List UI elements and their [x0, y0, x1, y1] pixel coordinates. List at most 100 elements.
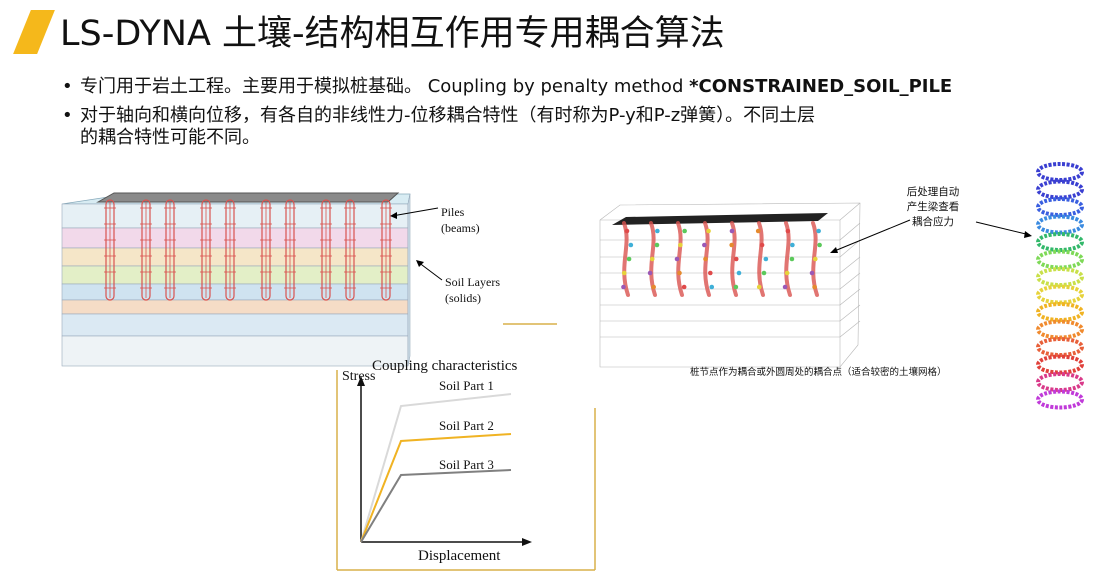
chart-xlabel: Displacement: [418, 548, 501, 564]
left-callout-arrows: [390, 207, 443, 281]
connector-lines: [336, 323, 596, 571]
coupling-node: [782, 284, 788, 290]
coupling-ring: [1036, 232, 1084, 252]
coupling-ring: [1036, 337, 1084, 357]
deformed-piles: [621, 221, 822, 297]
bullet-2-line-2: 的耦合特性可能不同。: [80, 127, 260, 148]
pile: [260, 199, 272, 301]
piles-label-line-1: Piles: [441, 205, 465, 219]
piles-label: Piles (beams): [441, 204, 480, 236]
bullet-2-line-1: 对于轴向和横向位移，有各自的非线性力-位移耦合特性（有时称为P-y和P-z弹簧）…: [80, 105, 816, 126]
bullet-1-keyword: *CONSTRAINED_SOIL_PILE: [689, 76, 953, 97]
coupling-node: [678, 242, 683, 248]
pile: [224, 199, 236, 301]
coupling-node: [729, 228, 735, 234]
deformed-pile: [809, 221, 822, 297]
soil-part-3-curve: [360, 469, 512, 543]
chart-ylabel: Stress: [342, 369, 375, 384]
coupling-node: [647, 270, 653, 276]
soil-layers-label: Soil Layers (solids): [445, 274, 500, 306]
coupling-ring: [1036, 389, 1084, 410]
coupling-node: [816, 228, 821, 234]
coupling-node: [790, 242, 795, 248]
coupling-node: [706, 228, 711, 234]
slide-title: LS-DYNA 土壤-结构相互作用专用耦合算法: [60, 14, 725, 54]
coupling-ring: [1036, 197, 1084, 217]
pile-outline: [345, 199, 355, 301]
bullet-item-2: • 对于轴向和横向位移，有各自的非线性力-位移耦合特性（有时称为P-y和P-z弹…: [62, 105, 1112, 149]
pile: [164, 199, 176, 301]
callout-line-3: 耦合应力: [912, 216, 954, 228]
coupling-ring: [1036, 284, 1084, 305]
pile: [140, 199, 152, 301]
coupling-ring: [1036, 179, 1084, 200]
coupling-node: [702, 242, 707, 248]
deformed-pile-body: [757, 221, 765, 297]
coupling-characteristics-chart: Coupling characteristics Stress Soil Par…: [342, 358, 532, 564]
coupling-node: [761, 270, 767, 276]
coupling-node: [809, 270, 815, 276]
coupling-node: [677, 270, 682, 276]
pile-outline: [105, 199, 115, 301]
deformed-pile-body: [622, 221, 630, 297]
coupling-node: [626, 256, 632, 262]
bullet-list: • 专门用于岩土工程。主要用于模拟桩基础。 Coupling by penalt…: [62, 76, 1112, 156]
pile-outline: [141, 199, 151, 301]
coupling-node: [785, 228, 791, 234]
y-axis-arrow: [357, 376, 365, 386]
pile-outline: [381, 199, 391, 301]
soil-label-line-2: (solids): [445, 291, 481, 305]
coupling-rings: [1036, 162, 1084, 410]
post-processing-callout: 后处理自动 产生梁查看 耦合应力: [893, 185, 973, 230]
deformed-pile-cap: [612, 213, 828, 225]
coupling-ring: [1036, 214, 1084, 235]
coupling-node: [763, 256, 769, 262]
coupling-node: [674, 256, 680, 262]
coupling-node: [709, 284, 715, 290]
deformed-pile: [647, 221, 660, 297]
coupling-point-caption: 桩节点作为耦合或外圆周处的耦合点（适合较密的土壤网格）: [690, 367, 947, 378]
deformed-pile: [621, 221, 634, 297]
coupling-ring: [1036, 354, 1084, 375]
pile: [200, 199, 212, 301]
coupling-node: [817, 242, 822, 248]
pile: [380, 199, 392, 301]
bullet-item-1: • 专门用于岩土工程。主要用于模拟桩基础。 Coupling by penalt…: [62, 76, 1112, 98]
right-deformed-model: [599, 202, 861, 368]
coupling-node: [755, 228, 761, 234]
coupling-node: [624, 228, 630, 234]
pile: [320, 199, 332, 301]
pile-cap: [96, 192, 400, 203]
coupling-ring: [1036, 249, 1084, 270]
deformed-pile-body: [703, 221, 711, 297]
pile-outline: [261, 199, 271, 301]
pile: [284, 199, 296, 301]
soil-part-2-label: Soil Part 2: [439, 418, 494, 433]
soil-part-1-curve: [360, 393, 512, 543]
callout-line-1: 后处理自动: [906, 186, 960, 198]
coupling-node: [654, 242, 660, 248]
coupling-node: [789, 256, 795, 262]
bullet-marker: •: [62, 76, 73, 97]
soil-label-line-1: Soil Layers: [445, 275, 500, 289]
left-soil-pile-model: [61, 192, 411, 367]
coupling-node: [681, 284, 687, 290]
chart-title: Coupling characteristics: [372, 358, 518, 374]
coupling-node: [813, 256, 818, 262]
bullet-1-text: 专门用于岩土工程。主要用于模拟桩基础。 Coupling by penalty …: [80, 76, 690, 97]
soil-part-3-label: Soil Part 3: [439, 457, 494, 472]
coupling-node: [759, 242, 765, 248]
bullet-marker: •: [62, 105, 73, 126]
coupling-node: [651, 284, 656, 290]
coupling-ring: [1036, 319, 1084, 340]
coupling-ring: [1036, 372, 1084, 392]
callout-line-2: 产生梁查看: [906, 201, 960, 213]
pile-outline: [201, 199, 211, 301]
soil-part-2-curve: [360, 433, 512, 543]
deformed-pile: [702, 221, 715, 297]
deformed-pile-body: [784, 221, 792, 297]
pile: [104, 199, 116, 301]
piles-label-line-2: (beams): [441, 221, 480, 235]
pile-outline: [225, 199, 235, 301]
coupling-ring: [1036, 302, 1084, 322]
